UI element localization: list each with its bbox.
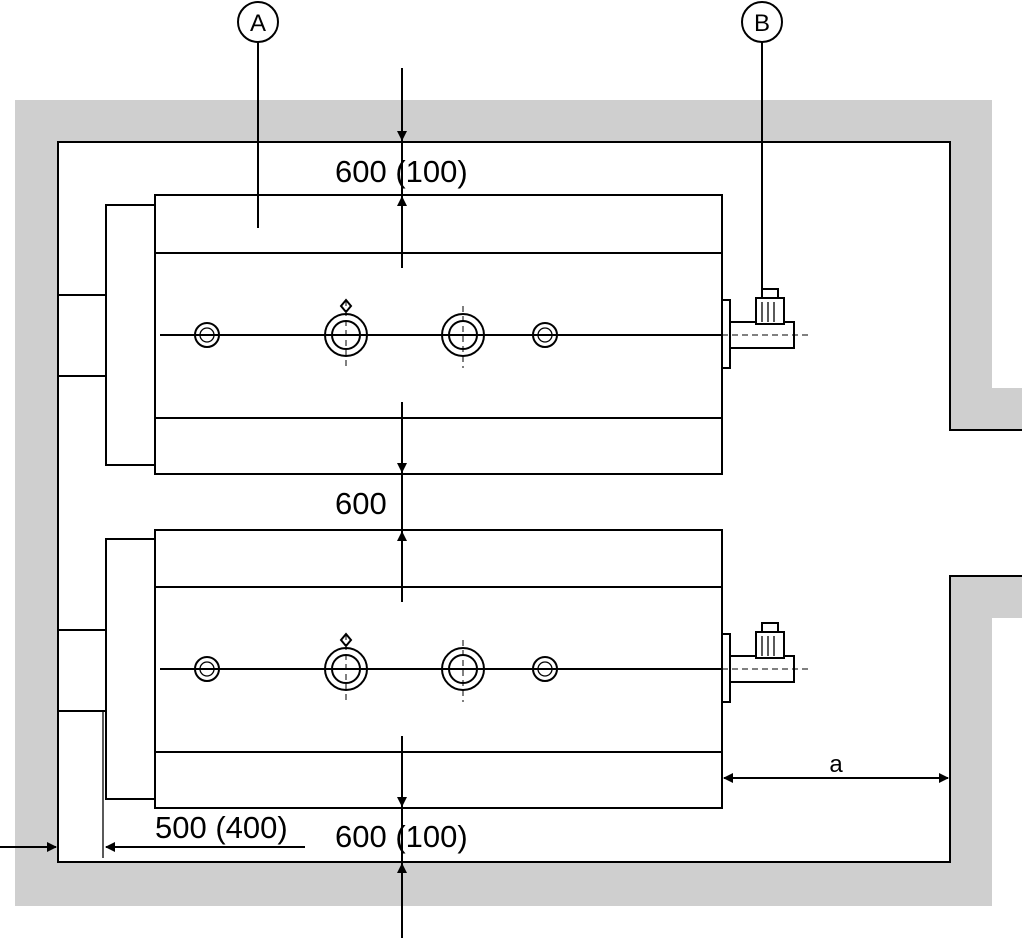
boiler-bottom	[57, 529, 812, 809]
dimension-top-text: 600 (100)	[335, 154, 468, 189]
burner-housing-bottom	[57, 629, 107, 712]
dimension-front: 500 (400)	[0, 711, 305, 858]
flange-large-2-bottom	[441, 640, 485, 702]
dimension-middle: 600	[335, 402, 407, 602]
flange-small-2-top	[532, 322, 558, 348]
flange-small-1-top	[194, 322, 220, 348]
dimension-bottom-text: 600 (100)	[335, 819, 468, 854]
callout-b: B	[741, 1, 783, 296]
callout-a-label: A	[250, 10, 266, 37]
dimension-a-text: a	[829, 751, 843, 778]
flange-small-2-bottom	[532, 656, 558, 682]
dimension-top: 600 (100)	[335, 68, 468, 268]
pump-assembly-bottom	[721, 622, 812, 703]
dimension-middle-text: 600	[335, 486, 387, 521]
dimension-bottom: 600 (100)	[335, 736, 468, 938]
pump-assembly-top	[721, 288, 812, 369]
dimension-a: a	[723, 751, 949, 783]
flange-large-2-top	[441, 306, 485, 368]
callout-a: A	[237, 1, 279, 228]
dimension-front-text: 500 (400)	[155, 810, 288, 845]
burner-housing-top	[57, 294, 107, 377]
room-walls	[15, 100, 1022, 906]
flange-large-1-top	[324, 298, 368, 368]
front-door-top	[105, 204, 156, 466]
flange-small-1-bottom	[194, 656, 220, 682]
callout-b-label: B	[754, 10, 770, 37]
front-door-bottom	[105, 538, 156, 800]
boiler-top	[57, 194, 812, 475]
wall-inner-outline	[57, 141, 1022, 863]
flange-large-1-bottom	[324, 632, 368, 702]
